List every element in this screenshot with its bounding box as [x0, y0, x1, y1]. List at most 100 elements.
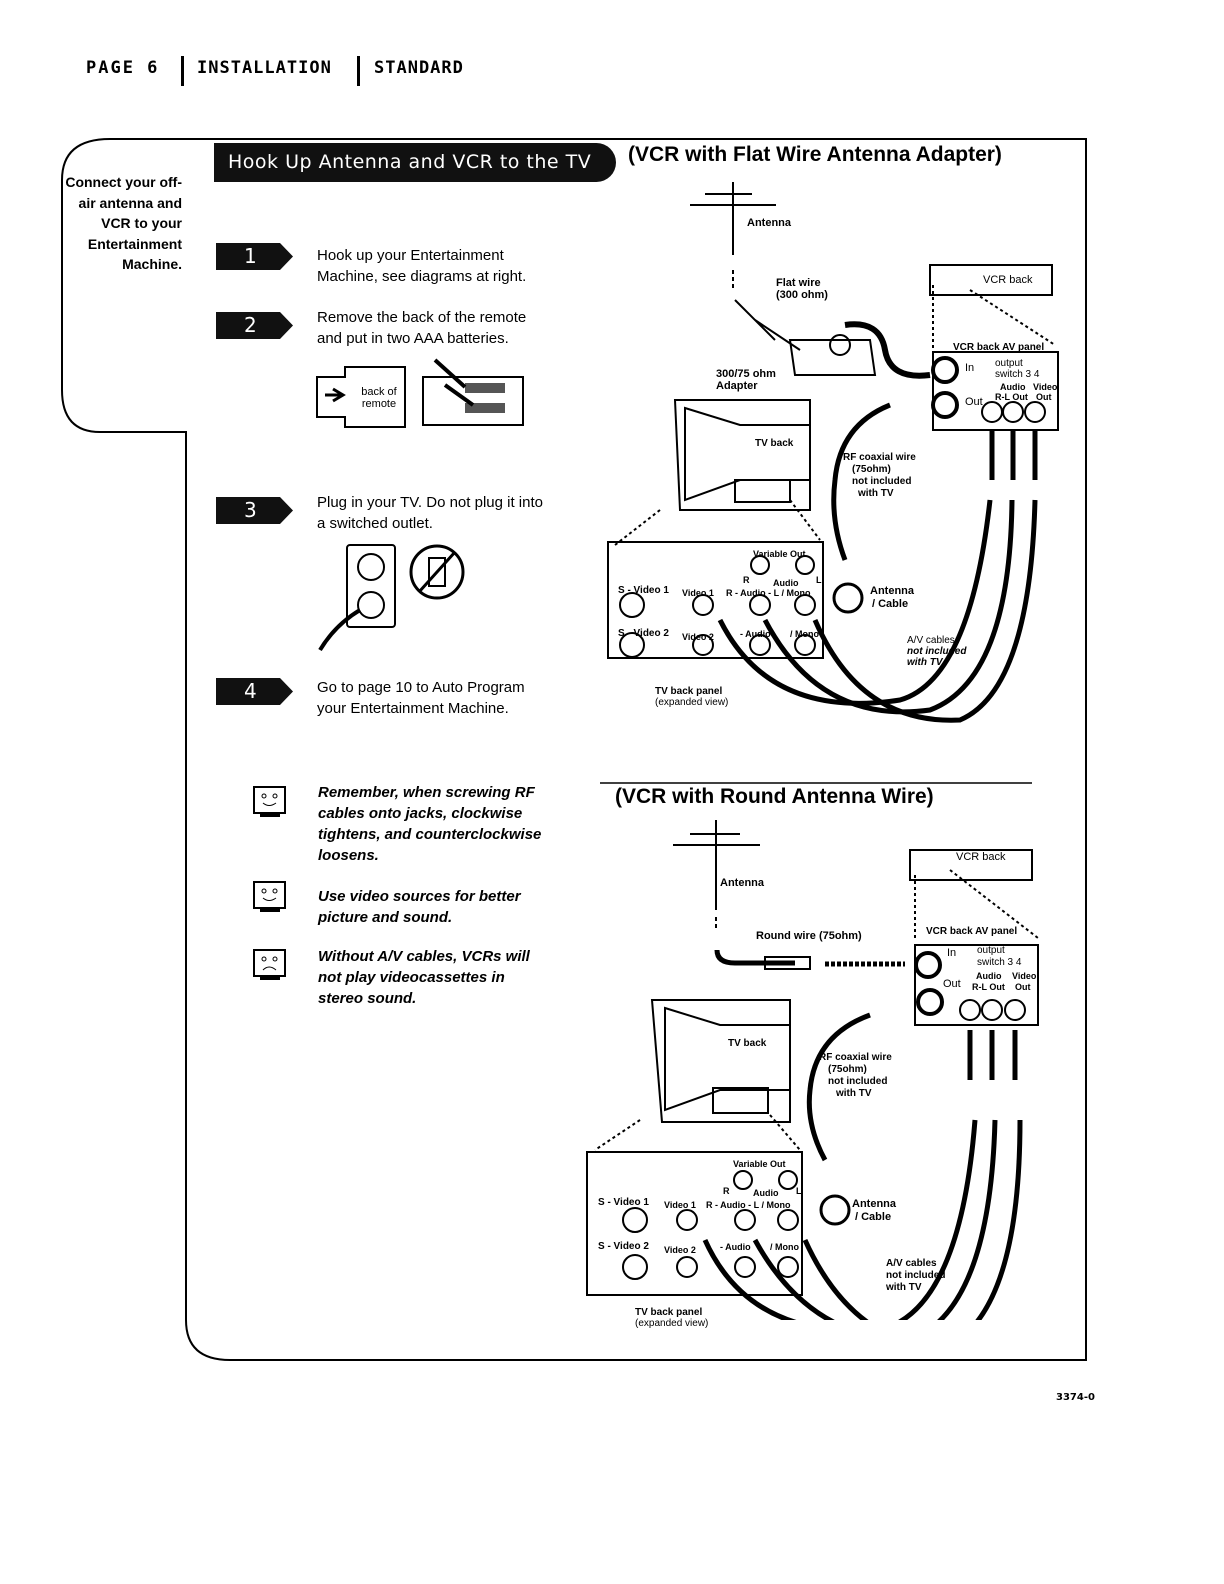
label-rf-4: with TV	[836, 1088, 872, 1099]
tip-2-text: Use video sources for better picture and…	[318, 888, 521, 926]
step-2-text: Remove the back of the remote and put in…	[317, 309, 527, 347]
label-round-wire: Round wire (75ohm)	[756, 930, 862, 942]
happy-face-icon	[253, 881, 286, 912]
label-video-out: Video	[1012, 971, 1037, 981]
diagram2-heading: (VCR with Round Antenna Wire)	[615, 785, 934, 808]
label-rf-1: RF coaxial wire	[843, 452, 916, 463]
step-number: 4	[244, 679, 257, 703]
label-in: In	[947, 947, 957, 959]
label-svideo2: S - Video 2	[618, 628, 669, 639]
label-video-out-2: Out	[1036, 392, 1052, 402]
tip-1-text: Remember, when screwing RF cables onto j…	[318, 784, 542, 864]
label-av-cables-3: with TV	[907, 657, 943, 668]
label-video2: Video 2	[682, 632, 714, 642]
label-out: Out	[943, 978, 961, 990]
label-vcr-back: VCR back	[956, 851, 1006, 863]
label-mono2: / Mono	[790, 629, 819, 639]
label-in: In	[965, 362, 975, 374]
label-switch: switch 3 4	[977, 957, 1022, 968]
label-l: L	[816, 575, 822, 585]
label-flat-wire: Flat wire	[776, 277, 821, 289]
label-tv-panel: TV back panel	[655, 686, 723, 697]
label-video1: Video 1	[682, 588, 714, 598]
diagram-flat-wire-drawing	[607, 182, 1059, 723]
section-title-bar: Hook Up Antenna and VCR to the TV	[214, 143, 616, 182]
label-mono2: / Mono	[770, 1242, 799, 1252]
label-r: R	[743, 575, 750, 585]
label-output: output	[995, 358, 1023, 369]
step-badge-4: 4	[216, 678, 293, 705]
label-vcr-panel: VCR back AV panel	[926, 926, 1018, 937]
label-audio-out: Audio	[976, 971, 1002, 981]
remote-battery-illustration	[316, 358, 524, 428]
label-antenna: Antenna	[747, 217, 791, 229]
step-badge-3: 3	[216, 497, 293, 524]
subsection-title: STANDARD	[374, 58, 464, 78]
diagram-round-wire: Antenna Round wire (75ohm) VCR back VCR …	[580, 820, 1040, 1329]
label-tv-panel-2: (expanded view)	[655, 697, 729, 708]
label-audio2: - Audio	[740, 629, 771, 639]
label-audio-mono: R - Audio - L / Mono	[706, 1200, 791, 1210]
diagram1-heading: (VCR with Flat Wire Antenna Adapter)	[628, 143, 1002, 166]
step-number: 2	[244, 313, 257, 337]
sad-face-icon	[253, 949, 286, 980]
label-antenna-cable: Antenna	[852, 1198, 896, 1210]
label-svideo1: S - Video 1	[598, 1197, 649, 1208]
label-adapter: 300/75 ohm	[716, 368, 776, 380]
label-switch: switch 3 4	[995, 369, 1040, 380]
label-r: R	[723, 1186, 730, 1196]
label-tv-panel-2: (expanded view)	[635, 1318, 709, 1329]
outlet-illustration	[318, 544, 465, 652]
label-svideo1: S - Video 1	[618, 585, 669, 596]
remote-label: back of remote	[361, 386, 397, 410]
label-antenna-cable-2: / Cable	[855, 1211, 892, 1223]
label-video-out: Video	[1033, 382, 1058, 392]
label-l: L	[796, 1186, 802, 1196]
label-rf-2: (75ohm)	[852, 464, 891, 475]
step-number: 3	[244, 498, 257, 522]
label-video2: Video 2	[664, 1245, 696, 1255]
label-variable-out: Variable Out	[733, 1159, 786, 1169]
step-3-text: Plug in your TV. Do not plug it into a s…	[317, 494, 543, 532]
label-flat-wire-ohm: (300 ohm)	[776, 289, 828, 301]
step-badge-1: 1	[216, 243, 293, 270]
label-rf-4: with TV	[858, 488, 894, 499]
header-divider	[181, 56, 184, 86]
section-title: INSTALLATION	[197, 58, 332, 78]
label-rf-3: not included	[828, 1076, 888, 1087]
label-av-cables-2: not included	[886, 1270, 946, 1281]
label-video1: Video 1	[664, 1200, 696, 1210]
label-av-cables-3: with TV	[886, 1282, 922, 1293]
step-number: 1	[244, 244, 257, 268]
tip-3-text: Without A/V cables, VCRs will not play v…	[318, 948, 530, 1007]
label-out: Out	[965, 396, 983, 408]
label-tv-panel: TV back panel	[635, 1307, 703, 1318]
label-av-cables: A/V cables	[907, 635, 955, 646]
label-audio: Audio	[753, 1188, 779, 1198]
label-rf-2: (75ohm)	[828, 1064, 867, 1075]
label-antenna: Antenna	[720, 877, 764, 889]
label-video-out-2: Out	[1015, 982, 1031, 992]
label-audio-out-2: R-L Out	[972, 982, 1005, 992]
diagram-flat-wire: Antenna Flat wire (300 ohm) 300/75 ohm A…	[600, 180, 1060, 740]
diagram-round-wire-drawing	[586, 820, 1039, 1320]
label-av-cables: A/V cables	[886, 1258, 937, 1269]
label-rf-1: RF coaxial wire	[819, 1052, 892, 1063]
document-code: 3374-0	[1056, 1392, 1095, 1403]
label-audio-mono: R - Audio - L / Mono	[726, 588, 811, 598]
label-audio-out-2: R-L Out	[995, 392, 1028, 402]
label-variable-out: Variable Out	[753, 549, 806, 559]
label-output: output	[977, 945, 1005, 956]
happy-face-icon	[253, 786, 286, 817]
label-vcr-panel: VCR back AV panel	[953, 342, 1045, 353]
label-adapter-2: Adapter	[716, 380, 758, 392]
label-audio-out: Audio	[1000, 382, 1026, 392]
label-svideo2: S - Video 2	[598, 1241, 649, 1252]
step-1-text: Hook up your Entertainment Machine, see …	[317, 247, 527, 285]
label-rf-3: not included	[852, 476, 912, 487]
label-antenna-cable-2: / Cable	[872, 598, 909, 610]
label-vcr-back: VCR back	[983, 274, 1033, 286]
label-tv-back: TV back	[728, 1038, 767, 1049]
